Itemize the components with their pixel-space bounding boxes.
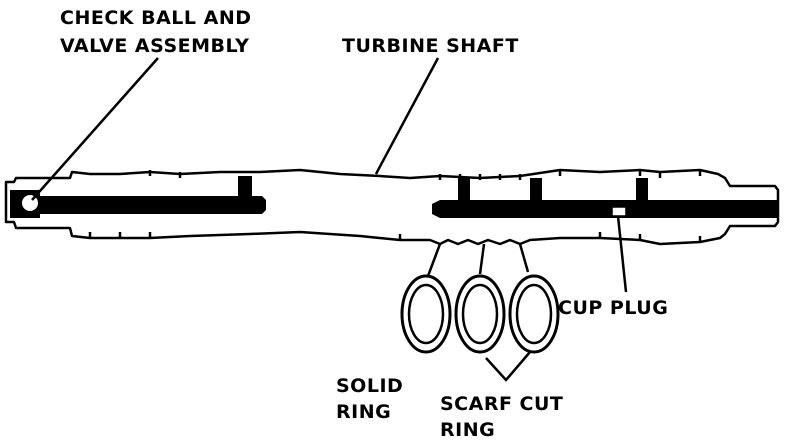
scarf-cut-ring-2	[508, 274, 560, 354]
cross-passage-1	[458, 178, 470, 204]
solid-ring-label-line2: RING	[336, 401, 391, 423]
cross-passage-3	[636, 178, 648, 204]
turbine-shaft-label: TURBINE SHAFT	[342, 35, 519, 57]
cross-passage-2	[530, 178, 542, 204]
scarf-cut-label-line2: RING	[440, 419, 495, 441]
check-ball-label-line1: CHECK BALL AND	[60, 7, 252, 29]
shaft-body	[4, 168, 780, 246]
shaft-grooves-top	[148, 170, 702, 180]
check-ball-leader	[31, 57, 159, 201]
turbine-shaft-leader	[374, 57, 440, 175]
cup-plug-leader	[616, 215, 628, 293]
solid-ring-label-line1: SOLID	[336, 375, 403, 397]
scarf-ring-leader-2	[518, 243, 530, 273]
solid-ring	[400, 274, 452, 354]
scarf-cut-label-line1: SCARF CUT	[440, 393, 563, 415]
solid-ring-leader	[426, 243, 442, 277]
right-oil-passage	[432, 200, 778, 218]
scarf-ring-leader-1	[478, 243, 486, 275]
left-oil-passage	[10, 190, 266, 218]
cup-plug-label: CUP PLUG	[558, 297, 668, 319]
check-ball-label-line2: VALVE ASSEMBLY	[60, 35, 249, 57]
scarf-cut-ring-1	[454, 274, 506, 354]
scarf-cut-bracket	[485, 351, 531, 382]
cup-plug-shape	[611, 206, 627, 217]
shaft-grooves-bottom	[88, 232, 702, 242]
left-cross-passage	[238, 176, 252, 200]
